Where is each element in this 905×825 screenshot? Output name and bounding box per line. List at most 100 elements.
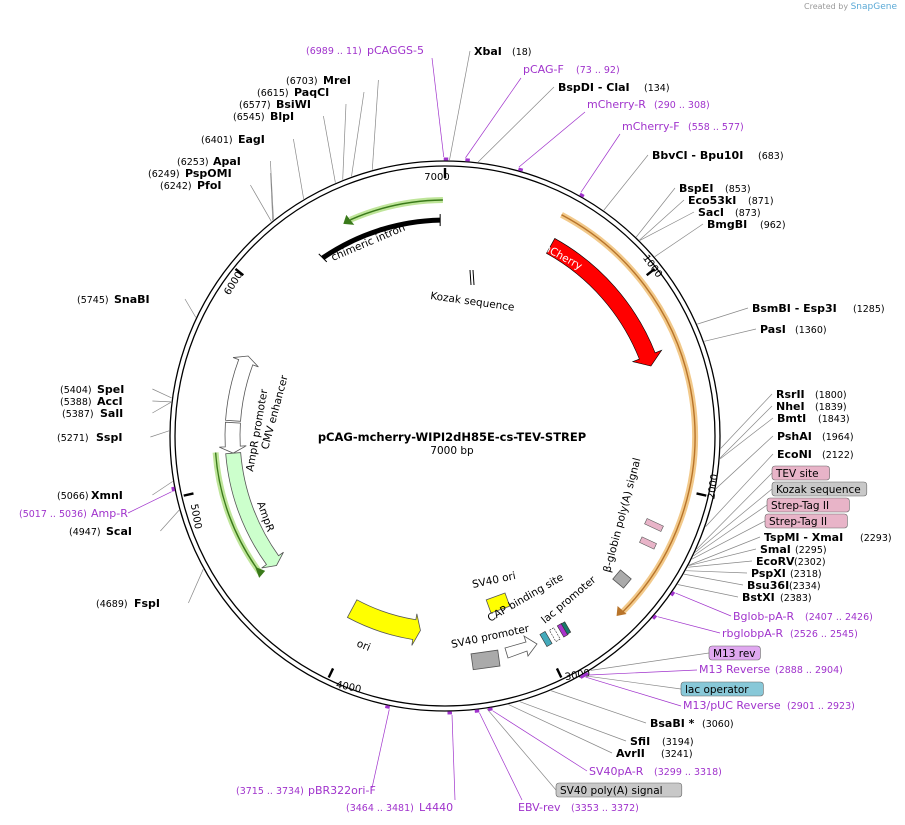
enzyme-leader-38: [371, 79, 379, 170]
intron-highlight-line: [350, 199, 443, 221]
kozak-mark-a: [469, 269, 472, 286]
badge-leader-4: [590, 652, 710, 671]
enzyme-name-1: BspDI - ClaI: [558, 81, 630, 94]
badge-box-0: [771, 465, 830, 481]
enzyme-leader-2: [603, 154, 649, 211]
tick-label-6000: 6000: [222, 270, 245, 297]
backbone-outer-ring: [169, 160, 721, 712]
primer-name-8: SV40pA-R: [589, 765, 644, 778]
badge-label-6: SV40 poly(A) signal: [560, 785, 663, 797]
enzyme-pos-22: (3241): [661, 749, 693, 760]
enzyme-name-11: BmtI: [777, 412, 806, 425]
primer-name-7: M13/pUC Reverse: [683, 699, 781, 712]
enzyme-pos-11: (1843): [818, 414, 850, 425]
badge-box-3: [764, 513, 848, 529]
badge-leader-0: [696, 472, 773, 550]
enzyme-pos-26: (5271): [57, 433, 89, 444]
primer-name-6: M13 Reverse: [699, 663, 770, 676]
primer-leader-0: [431, 57, 445, 158]
enzyme-name-20: BsaBI *: [650, 717, 695, 730]
enzyme-pos-20: (3060): [702, 719, 734, 730]
primer-site-9: [474, 709, 480, 713]
enzyme-name-35: BlpI: [270, 110, 294, 123]
tick-label-3000: 3000: [564, 668, 591, 683]
enzyme-leader-17: [685, 570, 748, 574]
enzyme-pos-38: (6703): [286, 76, 318, 87]
primer-leader-7: [585, 676, 682, 707]
enzyme-name-7: BsmBI - Esp3I: [752, 302, 837, 315]
badge-leader-2: [693, 504, 768, 557]
backbone: [169, 160, 721, 712]
enzyme-name-28: AccI: [97, 395, 123, 408]
enzyme-name-25: XmnI: [91, 489, 123, 502]
enzyme-leader-12: [715, 435, 774, 489]
ori-arrow: [346, 599, 421, 646]
enzyme-pos-37: (6615): [257, 88, 289, 99]
enzyme-name-2: BbvCI - Bpu10I: [652, 149, 743, 162]
enzyme-name-5: SacI: [698, 206, 724, 219]
enzyme-leader-13: [705, 453, 774, 527]
tev-site-box: [644, 518, 664, 532]
enzyme-name-29: SpeI: [97, 383, 124, 396]
intron-highlight-arrowhead: [343, 214, 355, 225]
badge-label-0: TEV site: [775, 468, 819, 480]
primer-name-9: EBV-rev: [518, 801, 561, 814]
enzyme-leader-9: [720, 393, 773, 449]
lac-promoter-arrow: [504, 635, 538, 659]
enzyme-leader-30: [184, 298, 197, 318]
ampr-highlight-arrowhead: [255, 566, 266, 578]
primer-pos-5: (2526 .. 2545): [790, 629, 858, 640]
primer-name-0: pCAGGS-5: [367, 44, 424, 57]
enzyme-leader-4: [639, 199, 685, 241]
enzyme-leader-35: [323, 115, 336, 183]
tick-mark-6000: [234, 267, 245, 277]
enzyme-pos-14: (2293): [860, 533, 892, 544]
enzyme-name-31: PfoI: [197, 179, 222, 192]
snapgene-logo: SnapGene: [850, 2, 897, 12]
primer-name-10: L4440: [419, 801, 453, 814]
primer-site-12: [171, 486, 176, 492]
leader-lines: [127, 50, 774, 801]
enzyme-pos-28: (5388): [60, 397, 92, 408]
enzyme-pos-35: (6545): [233, 112, 265, 123]
tick-label-7000: 7000: [424, 172, 449, 183]
enzyme-pos-4: (871): [748, 196, 774, 207]
enzyme-name-33: ApaI: [213, 155, 241, 168]
primer-name-4: Bglob-pA-R: [733, 610, 795, 623]
primer-name-12: Amp-R: [91, 507, 128, 520]
primer-pos-0: (6989 .. 11): [306, 46, 362, 57]
primer-site-3: [579, 192, 585, 198]
tick-mark-3000: [555, 667, 563, 678]
primer-pos-9: (3353 .. 3372): [571, 803, 639, 814]
enzyme-leader-1: [477, 86, 555, 163]
badge-label-5: lac operator: [685, 684, 749, 696]
primer-name-1: pCAG-F: [523, 63, 564, 76]
enzyme-leader-10: [719, 405, 773, 459]
enzyme-leader-37: [351, 91, 365, 177]
enzyme-pos-1: (134): [644, 83, 670, 94]
enzyme-pos-12: (1964): [822, 432, 854, 443]
enzyme-name-26: SspI: [96, 431, 122, 444]
enzyme-pos-25: (5066): [57, 491, 89, 502]
enzyme-leader-20: [551, 690, 647, 724]
enzyme-name-34: EagI: [238, 133, 265, 146]
ampr-arrow: [225, 452, 284, 569]
badge-label-1: Kozak sequence: [776, 484, 861, 496]
enzyme-name-27: SalI: [100, 407, 123, 420]
enzyme-name-24: ScaI: [106, 525, 132, 538]
primer-pos-1: (73 .. 92): [576, 65, 620, 76]
enzyme-pos-15: (2295): [795, 545, 827, 556]
enzyme-leader-29: [152, 388, 172, 399]
enzyme-pos-8: (1360): [795, 325, 827, 336]
orf-highlight-line: [561, 214, 696, 613]
enzyme-name-0: XbaI: [474, 45, 502, 58]
badge-box-1: [771, 481, 868, 497]
enzyme-name-18: Bsu36I: [747, 579, 789, 592]
primer-site-7: [579, 674, 586, 679]
primer-leader-10: [451, 714, 456, 801]
enzyme-pos-27: (5387): [62, 409, 94, 420]
primer-name-3: mCherry-F: [622, 120, 680, 133]
sv40-ori-box: [485, 592, 511, 614]
lac-extra-box: [560, 621, 572, 635]
enzyme-pos-33: (6253): [177, 157, 209, 168]
